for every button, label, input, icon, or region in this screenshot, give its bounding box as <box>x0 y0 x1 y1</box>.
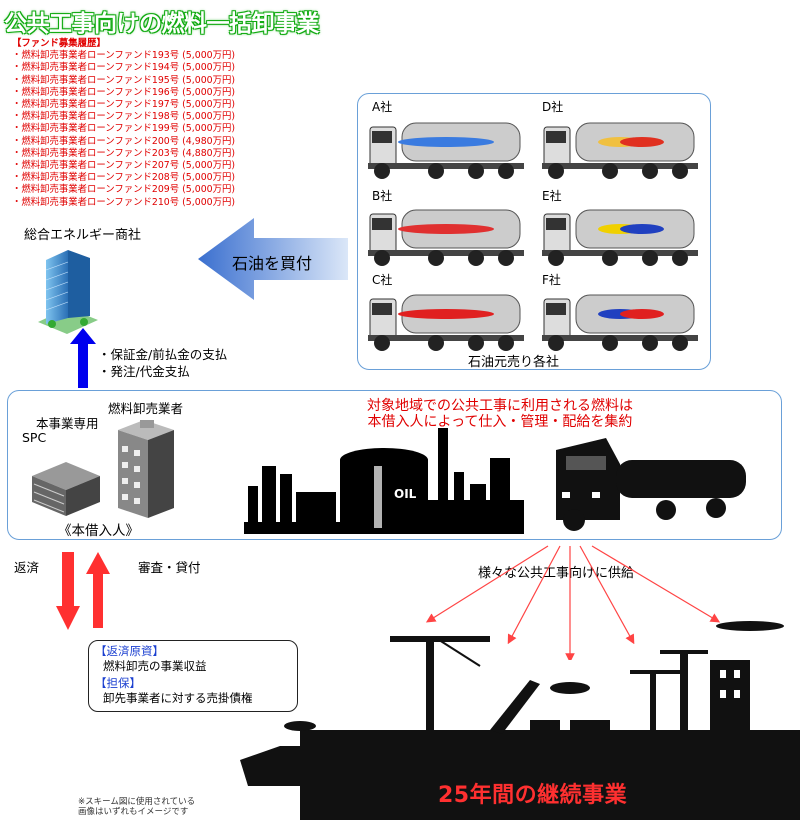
tanker-truck-icon <box>542 209 698 266</box>
borrower-box <box>7 390 782 540</box>
stripe <box>620 224 664 234</box>
payment-note: ・保証金/前払金の支払 <box>98 347 228 362</box>
construction-scene-icon <box>240 621 800 820</box>
fund-item: ・燃料卸売事業者ローンファンド193号 (5,000万円) <box>12 50 236 62</box>
payment-up-arrow <box>70 328 96 388</box>
tanker-truck-icon <box>368 209 524 266</box>
tanker-truck-icon <box>368 122 524 179</box>
tanker-truck-icon <box>368 294 524 351</box>
spc-building-icon <box>32 462 100 516</box>
fund-item: ・燃料卸売事業者ローンファンド210号 (5,000万円) <box>12 196 236 208</box>
stripe <box>398 137 494 147</box>
spc-label: 本事業専用 <box>36 416 99 431</box>
footer-note: ※スキーム図に使用されている 画像はいずれもイメージです <box>78 797 195 817</box>
banner-25-years: 25年間の継続事業 <box>438 783 628 808</box>
red-note-line: 対象地域での公共工事に利用される燃料は <box>367 398 633 414</box>
fund-item: ・燃料卸売事業者ローンファンド198号 (5,000万円) <box>12 111 236 123</box>
stripe <box>620 137 664 147</box>
tanker-truck-icon <box>542 122 698 179</box>
wholesaler-building-icon <box>118 420 174 518</box>
fund-history: 【ファンド募集履歴】 ・燃料卸売事業者ローンファンド193号 (5,000万円)… <box>12 38 235 209</box>
repay-arrow <box>56 552 80 630</box>
fund-item: ・燃料卸売事業者ローンファンド199号 (5,000万円) <box>12 123 236 135</box>
footer-note-line: ※スキーム図に使用されている <box>78 797 196 807</box>
repay-source-heading: 【返済原資】 <box>95 644 164 658</box>
office-building-icon <box>38 250 98 334</box>
fund-item: ・燃料卸売事業者ローンファンド197号 (5,000万円) <box>12 99 236 111</box>
suppliers-box <box>357 93 711 370</box>
spc-label: SPC <box>22 430 47 445</box>
suppliers-caption: 石油元売り各社 <box>468 355 560 370</box>
payment-notes: ・保証金/前払金の支払 ・発注/代金支払 <box>98 346 227 380</box>
repay-label: 返済 <box>14 560 40 575</box>
wholesaler-label: 燃料卸売業者 <box>108 401 184 416</box>
supply-label: 様々な公共工事向けに供給 <box>478 566 635 581</box>
supply-lines <box>425 545 721 660</box>
tanker-truck-icon <box>542 294 698 351</box>
collateral-text: 卸先事業者に対する売掛債権 <box>103 691 253 705</box>
oil-tank-text: OIL <box>394 487 417 501</box>
fund-item: ・燃料卸売事業者ローンファンド195号 (5,000万円) <box>12 74 236 86</box>
review-arrow <box>86 552 110 628</box>
buy-oil-label: 石油を買付 <box>232 254 313 273</box>
repay-source-text: 燃料卸売の事業収益 <box>103 659 207 673</box>
footer-note-line: 画像はいずれもイメージです <box>78 807 189 817</box>
company-label: C社 <box>372 273 393 287</box>
fuel-tanker-icon <box>556 438 746 531</box>
payment-note: ・発注/代金支払 <box>98 364 190 379</box>
buy-oil-arrow <box>198 218 348 300</box>
fund-item: ・燃料卸売事業者ローンファンド203号 (4,880万円) <box>12 147 236 159</box>
fund-history-heading: 【ファンド募集履歴】 <box>12 38 106 49</box>
fund-item: ・燃料卸売事業者ローンファンド194号 (5,000万円) <box>12 62 236 74</box>
page-title: 公共工事向けの燃料一括卸事業 <box>4 11 320 37</box>
oil-refinery-icon: OIL <box>244 428 524 534</box>
fund-item: ・燃料卸売事業者ローンファンド200号 (4,980万円) <box>12 135 236 147</box>
red-note: 対象地域での公共工事に利用される燃料は 本借入人によって仕入・管理・配給を集約 <box>300 398 700 430</box>
repayment-info-box: 【返済原資】 燃料卸売の事業収益 【担保】 卸先事業者に対する売掛債権 <box>88 640 298 712</box>
fund-item: ・燃料卸売事業者ローンファンド209号 (5,000万円) <box>12 184 236 196</box>
red-note-line: 本借入人によって仕入・管理・配給を集約 <box>367 414 633 430</box>
fund-item: ・燃料卸売事業者ローンファンド207号 (5,000万円) <box>12 160 236 172</box>
borrower-role: 《本借入人》 <box>58 523 139 539</box>
company-label: B社 <box>372 189 393 203</box>
company-label: F社 <box>542 273 561 287</box>
company-label: E社 <box>542 189 562 203</box>
stripe <box>398 224 494 234</box>
stripe <box>620 309 664 319</box>
collateral-heading: 【担保】 <box>95 676 141 690</box>
review-label: 審査・貸付 <box>138 560 201 575</box>
company-label: A社 <box>372 100 393 114</box>
repay-review-arrows <box>56 552 110 630</box>
fund-item: ・燃料卸売事業者ローンファンド196号 (5,000万円) <box>12 86 236 98</box>
fund-item: ・燃料卸売事業者ローンファンド208号 (5,000万円) <box>12 172 236 184</box>
energy-trader-label: 総合エネルギー商社 <box>24 228 142 243</box>
company-label: D社 <box>542 100 564 114</box>
stripe <box>398 309 494 319</box>
